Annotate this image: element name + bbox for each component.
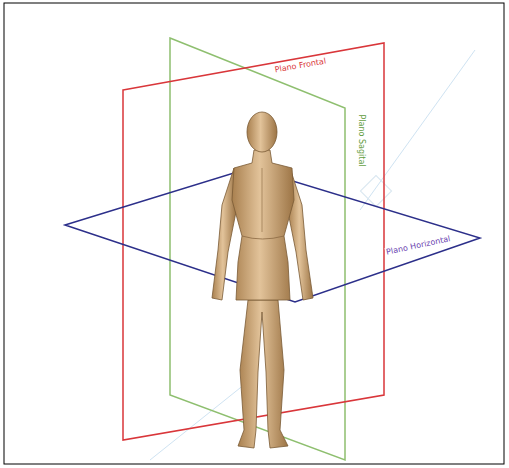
plane-label: Plano Sagital [357, 113, 366, 167]
label-holder: Plano Frontal [272, 48, 328, 76]
watermark-lines [150, 50, 475, 460]
plane-label: Plano Horizontal [385, 234, 453, 257]
human-figure [212, 112, 313, 448]
sagittal-plane [170, 38, 345, 460]
label-holder: Plano Sagital [355, 113, 374, 167]
frame [4, 3, 504, 464]
plane-label: Plano Frontal [273, 56, 328, 74]
label-holder: Plano Horizontal [383, 226, 453, 259]
